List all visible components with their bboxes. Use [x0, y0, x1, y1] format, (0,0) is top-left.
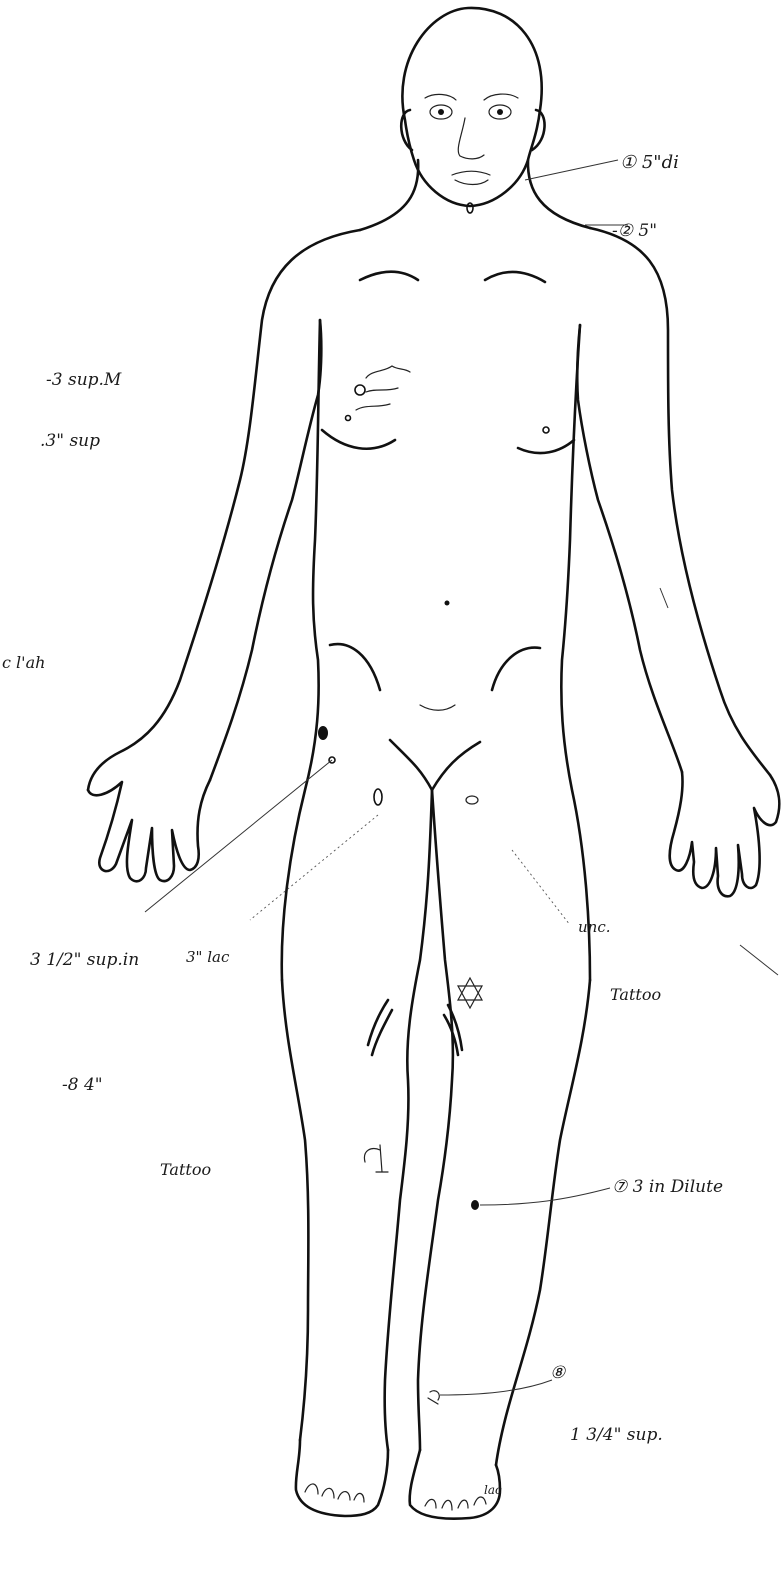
- annotation-n7: 3" lac: [186, 948, 230, 966]
- chest-wound-small: [346, 416, 351, 421]
- nose: [458, 118, 484, 159]
- left-clavicle: [360, 272, 418, 280]
- foot-mark: [428, 1391, 439, 1404]
- right-hip-line: [492, 648, 540, 690]
- right-leg-inner: [418, 790, 453, 1450]
- left-leg-outer: [282, 980, 308, 1440]
- leader-neck: [525, 160, 618, 180]
- left-pupil: [438, 109, 444, 115]
- body-outline: [88, 8, 779, 1519]
- annotation-n1: ① 5"di: [620, 152, 679, 173]
- right-clavicle: [485, 272, 545, 282]
- torso-right: [561, 325, 590, 980]
- left-hand: [88, 780, 210, 881]
- annotation-n11: unc.: [578, 918, 611, 936]
- right-toes: [425, 1497, 486, 1510]
- left-leg-inner: [385, 790, 432, 1450]
- leader-hand-right: [740, 945, 778, 975]
- annotation-n8: -8 4": [62, 1075, 103, 1095]
- neck-left: [360, 160, 418, 230]
- thigh-wound-3: [374, 789, 382, 805]
- right-pectoral: [518, 440, 574, 453]
- torso-left: [282, 320, 320, 980]
- right-brow: [484, 94, 518, 100]
- chest-wound-ring: [355, 385, 365, 395]
- annotation-n9: Tattoo: [160, 1160, 211, 1179]
- leader-arm: [660, 588, 668, 608]
- thigh-wound-1: [318, 726, 328, 740]
- left-brow: [425, 94, 456, 100]
- leader-thigh-2: [250, 815, 378, 920]
- left-hip-line: [330, 644, 380, 690]
- pubic-line: [420, 705, 455, 710]
- thigh-wound-4: [466, 796, 478, 804]
- shin-wound: [471, 1200, 479, 1210]
- annotation-n2: -② 5": [612, 221, 657, 241]
- navel: [445, 601, 450, 606]
- leader-foot: [440, 1380, 552, 1395]
- annotation-n13: ⑧: [550, 1363, 566, 1383]
- right-arm-outer: [590, 228, 770, 775]
- right-hand: [670, 772, 780, 896]
- right-nipple: [543, 427, 549, 433]
- annotation-n3: -3 sup.M: [46, 370, 122, 390]
- annotation-n10: Tattoo: [610, 985, 661, 1004]
- wound-marks: [318, 366, 482, 1404]
- annotation-n14: 1 3/4" sup.: [570, 1425, 663, 1445]
- right-arm-inner: [577, 325, 682, 772]
- left-knee: [368, 1000, 392, 1055]
- groin: [390, 740, 480, 790]
- left-arm-inner: [210, 320, 321, 780]
- annotation-n4: .3" sup: [40, 431, 100, 451]
- leader-shin: [480, 1188, 610, 1205]
- right-leg-outer: [496, 980, 590, 1465]
- neck-mark: [467, 203, 473, 213]
- tattoo-oval: [364, 1145, 388, 1172]
- annotation-n15: lac: [484, 1483, 502, 1497]
- left-pectoral: [322, 430, 395, 449]
- neck-right: [528, 160, 590, 228]
- annotation-n12: ⑦ 3 in Dilute: [612, 1177, 723, 1197]
- left-foot: [296, 1440, 388, 1516]
- annotation-n6: 3 1/2" sup.in: [30, 950, 139, 970]
- mouth: [452, 171, 490, 184]
- left-toes: [305, 1484, 364, 1502]
- annotation-n5: c l'ah: [2, 653, 45, 672]
- right-pupil: [497, 109, 503, 115]
- head-outline: [402, 8, 541, 206]
- star-tattoo: [458, 978, 482, 1008]
- leader-inner-thigh: [512, 850, 570, 925]
